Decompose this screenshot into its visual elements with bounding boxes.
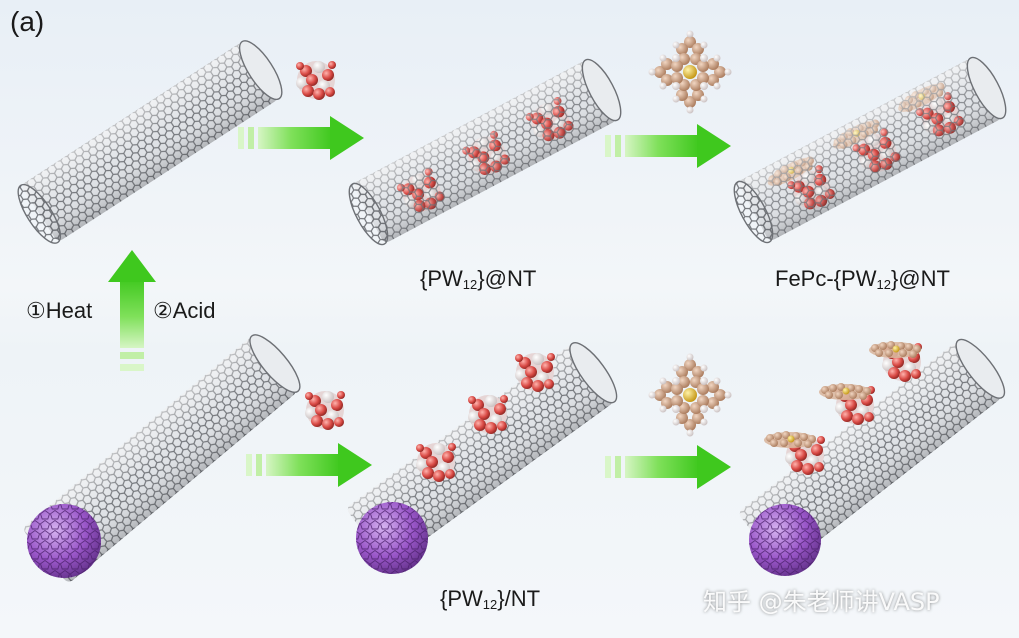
- nanotube-fepc-pw12-inside: [733, 56, 1007, 244]
- label-pw12-on-nt: {PW12}/NT: [440, 586, 541, 612]
- arrow-fepc-loading-bottom: [605, 445, 731, 489]
- arrow-opening: [108, 250, 156, 371]
- fullerene-cap: [356, 502, 428, 574]
- fepc-molecule-bottom: [648, 353, 732, 437]
- fullerene-cap: [749, 504, 821, 576]
- watermark-text: 知乎 @朱老师讲VASP: [703, 588, 940, 616]
- label-step-acid: ②Acid: [153, 298, 216, 323]
- label-fepc-pw12-inside-nt: FePc-{PW12}@NT: [775, 266, 950, 292]
- panel-label: (a): [10, 6, 45, 37]
- arrow-surface-loading: [246, 443, 372, 487]
- fepc-molecule-top: [648, 30, 732, 114]
- label-pw12-inside-nt: {PW12}@NT: [420, 266, 537, 292]
- pw12-cluster-bottom: [305, 391, 345, 430]
- nanotube-empty: [17, 40, 283, 244]
- fepc-on-surface: [819, 383, 871, 400]
- fepc-on-surface: [764, 431, 816, 448]
- pw12-cluster-top: [296, 61, 336, 100]
- fullerene-cap: [27, 504, 101, 578]
- fepc-on-surface: [869, 341, 921, 358]
- arrow-encapsulation: [238, 116, 364, 160]
- arrow-fepc-loading-top: [605, 124, 731, 168]
- label-step-heat: ①Heat: [26, 298, 93, 323]
- nanotube-pw12-inside: [348, 58, 622, 246]
